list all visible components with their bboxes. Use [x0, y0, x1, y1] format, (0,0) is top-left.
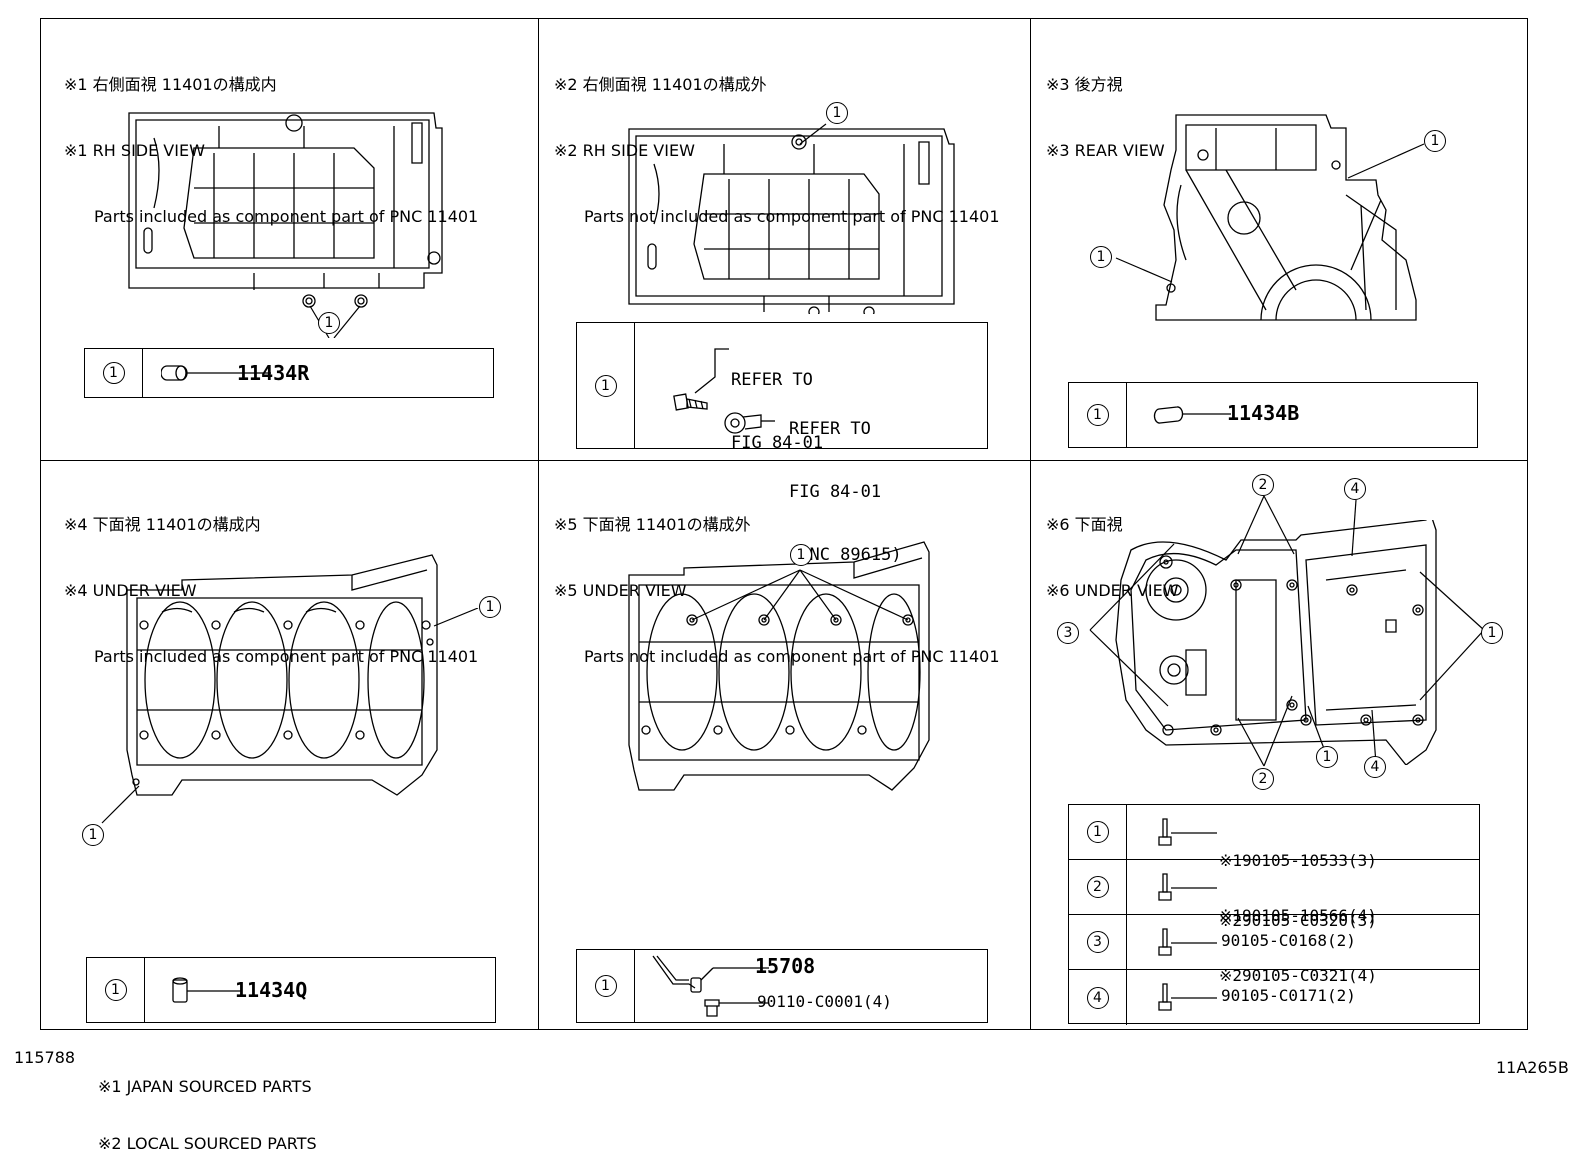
- ref-number: 1: [87, 958, 145, 1022]
- part-cell: 11434Q: [145, 958, 495, 1022]
- diagram-frame: [40, 18, 1528, 1030]
- panel-subtitle: Parts included as component part of PNC …: [94, 647, 479, 666]
- table-row: 4 90105-C0171(2): [1069, 970, 1479, 1025]
- leader-lines: [1089, 495, 1485, 767]
- callout-1: 1: [82, 824, 104, 846]
- leader-lines: [691, 569, 909, 621]
- table-row: 1 ※190105-10533(3) ※290105-C0320(3): [1069, 805, 1479, 930]
- part-number: 11434R: [237, 361, 310, 385]
- part-number: 90105-C0171(2): [1221, 986, 1356, 1005]
- panel-title-en: ※3 REAR VIEW: [1046, 141, 1165, 160]
- engine-block-under-view-drawing: [126, 554, 438, 796]
- part-number: 11434Q: [235, 978, 308, 1002]
- grid-divider: [40, 460, 1528, 461]
- bolt-icon: [1158, 818, 1217, 846]
- callout-4: 4: [1344, 478, 1366, 500]
- part-cell: 15708 90110-C0001(4): [635, 950, 987, 1022]
- part-cell: 11434B: [1127, 383, 1477, 447]
- bolt-and-sensor-icons: [673, 348, 775, 434]
- grid-divider: [538, 18, 539, 1030]
- grid-divider: [1030, 18, 1031, 1030]
- panel-title-jp: ※3 後方視: [1046, 75, 1123, 94]
- part-number: 90105-C0168(2): [1221, 931, 1356, 950]
- engine-block-rear-drawing: [1155, 114, 1417, 321]
- callout-1: 1: [479, 596, 501, 618]
- table-row: 3 90105-C0168(2): [1069, 915, 1479, 970]
- ref-number: 1: [577, 950, 635, 1022]
- panel-title-en: ※1 RH SIDE VIEW: [64, 141, 205, 160]
- bolt-parts-table: 1 ※190105-10533(3) ※290105-C0320(3) 2 ※1…: [1068, 804, 1480, 1025]
- callout-1: 1: [826, 102, 848, 124]
- bolt-icon: [1158, 873, 1217, 901]
- parts-table: 1 11434B: [1068, 382, 1478, 448]
- callout-2: 2: [1252, 474, 1274, 496]
- table-row: 2 ※190105-10566(4) ※290105-C0321(4): [1069, 860, 1479, 985]
- leader-line: [799, 123, 827, 145]
- ref-number: 1: [85, 349, 143, 397]
- bolt-icon: [1158, 928, 1217, 956]
- panel-title-jp: ※6 下面視: [1046, 515, 1123, 534]
- parts-table: 1 11434Q: [86, 957, 496, 1023]
- pin-icon: [1153, 406, 1231, 424]
- engine-block-under-view-drawing: [628, 541, 930, 791]
- part-cell: REFER TO FIG 84-01 REFER TO FIG 84-01 (P…: [635, 323, 987, 565]
- footnote-local-sourced: ※2 LOCAL SOURCED PARTS: [98, 1134, 317, 1153]
- engine-block-rh-side-drawing: [128, 112, 443, 338]
- callout-1: 1: [1424, 130, 1446, 152]
- engine-block-rh-side-drawing: [628, 128, 955, 314]
- pin-icon: [161, 365, 271, 381]
- footer-left-id: 115788: [14, 1048, 76, 1067]
- footnote-japan-sourced: ※1 JAPAN SOURCED PARTS: [98, 1077, 312, 1096]
- part-cell: 11434R: [143, 349, 493, 397]
- parts-table: 1 15708 90110-C0001(4): [576, 949, 988, 1023]
- reference-text-1: REFER TO FIG 84-01: [731, 370, 824, 453]
- panel-rear-view: ※3 後方視 ※3 REAR VIEW 1 1 1: [1046, 30, 1522, 455]
- leader-lines: [1115, 143, 1425, 283]
- panel-title-jp: ※4 下面視 11401の構成内: [64, 515, 261, 534]
- panel-under-view-bolts: ※6 下面視 ※6 UNDER VIEW: [1046, 470, 1522, 1025]
- ref-number: 4: [1069, 970, 1127, 1025]
- ref-number: 1: [577, 323, 635, 448]
- panel-rh-side-view-not-included: ※2 右側面視 11401の構成外 ※2 RH SIDE VIEW Parts …: [554, 30, 1024, 565]
- callout-1: 1: [790, 544, 812, 566]
- engine-under-view-with-bolts-drawing: [1115, 520, 1437, 765]
- panel-subtitle: Parts included as component part of PNC …: [94, 207, 479, 226]
- panel-subtitle: Parts not included as component part of …: [584, 207, 1000, 226]
- callout-3: 3: [1057, 622, 1079, 644]
- part-number: 90110-C0001(4): [757, 992, 892, 1011]
- bolt-icon: [1158, 983, 1217, 1011]
- footer-notes: ※1 JAPAN SOURCED PARTS ※2 LOCAL SOURCED …: [98, 1039, 317, 1172]
- callout-1: 1: [318, 312, 340, 334]
- parts-table: 1 REFER TO FIG 84-01 REFER TO FIG: [576, 322, 988, 565]
- ref-number: 3: [1069, 915, 1127, 969]
- ref-number: 2: [1069, 860, 1127, 914]
- part-number: ※190105-10533(3) ※290105-C0320(3): [1219, 851, 1377, 930]
- callout-1: 1: [1090, 246, 1112, 268]
- part-number: ※190105-10566(4) ※290105-C0321(4): [1219, 906, 1377, 985]
- pipe-and-bolt-icons: [652, 955, 769, 1017]
- callout-2: 2: [1252, 768, 1274, 790]
- ref-number: 1: [1069, 383, 1127, 447]
- panel-title-jp: ※5 下面視 11401の構成外: [554, 515, 751, 534]
- callout-1: 1: [1316, 746, 1338, 768]
- footer-right-id: 11A265B: [1496, 1058, 1569, 1077]
- ref-number: 1: [1069, 805, 1127, 859]
- pin-icon: [172, 977, 241, 1003]
- panel-title-jp: ※1 右側面視 11401の構成内: [64, 75, 277, 94]
- parts-table: 1 11434R: [84, 348, 494, 398]
- panel-title-en: ※6 UNDER VIEW: [1046, 581, 1179, 600]
- panel-under-view-not-included: ※5 下面視 11401の構成外 ※5 UNDER VIEW Parts not…: [554, 470, 1024, 1025]
- panel-title-jp: ※2 右側面視 11401の構成外: [554, 75, 767, 94]
- panel-rh-side-view-included: ※1 右側面視 11401の構成内 ※1 RH SIDE VIEW Parts …: [64, 30, 534, 455]
- leader-lines: [101, 608, 479, 824]
- panel-under-view-included: ※4 下面視 11401の構成内 ※4 UNDER VIEW Parts inc…: [64, 470, 534, 1025]
- part-number: 11434B: [1227, 401, 1300, 425]
- part-number: 15708: [755, 954, 816, 978]
- callout-1: 1: [1481, 622, 1503, 644]
- callout-4: 4: [1364, 756, 1386, 778]
